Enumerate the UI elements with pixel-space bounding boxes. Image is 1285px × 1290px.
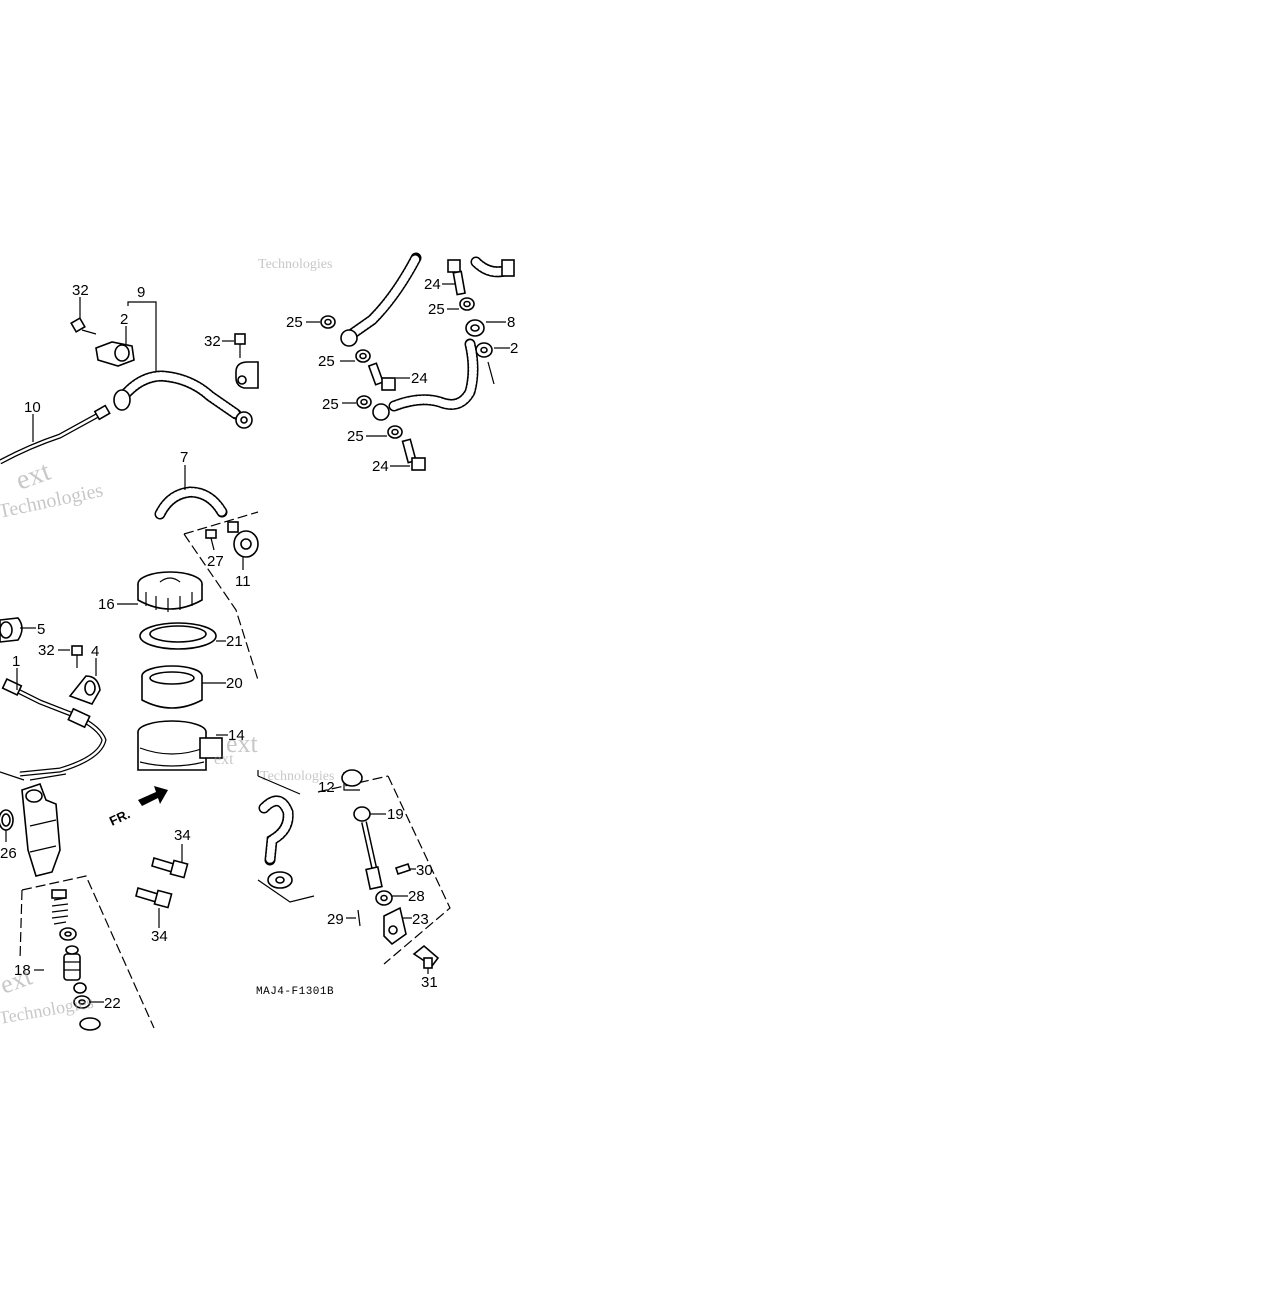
callout-25: 25 [318,353,335,370]
callout-2: 2 [120,311,128,328]
callout-29: 29 [327,911,344,928]
callout-19: 19 [387,806,404,823]
sealing-washer-25-icon [459,297,475,311]
piston-icon [63,945,81,981]
callout-24: 24 [411,370,428,387]
watermark-line-1: ext [0,961,37,999]
front-direction-label: FR. [107,806,132,828]
reservoir-hose-7-icon [154,486,228,520]
callout-18: 18 [14,962,31,979]
callout-25: 25 [428,301,445,318]
callout-5: 5 [37,621,45,638]
callout-22: 22 [104,995,121,1012]
callout-1: 1 [12,653,20,670]
callout-4: 4 [91,643,99,660]
panel-pushrod: Technologies 12 19 30 [256,769,451,998]
watermark-fragment: Technologies [258,257,332,272]
washer-icon [475,342,493,358]
callout-11: 11 [235,573,251,590]
watermark-fragment: ext [226,729,259,758]
callout-27: 27 [207,553,224,570]
brake-hose-upper-icon [340,252,515,347]
bolt-32-icon [71,645,83,668]
callout-25: 25 [322,396,339,413]
clamp-icon [235,361,259,389]
callout-7: 7 [180,449,188,466]
nut-28-icon [375,890,393,906]
callout-32: 32 [72,282,89,299]
clevis-23-icon [383,906,407,946]
callout-24: 24 [424,276,441,293]
callout-16: 16 [98,596,115,613]
watermark-fragment: ext [214,751,234,768]
callout-26: 26 [0,845,17,862]
clamp-4-icon [68,675,101,705]
brake-pipe-1-icon [1,678,107,777]
banjo-bolt-24-icon [447,259,466,296]
callout-24: 24 [372,458,389,475]
diaphragm-20-icon [141,665,203,709]
hose-clip-11-icon [227,521,259,558]
sealing-washer-25-icon [387,425,403,439]
push-rod-19-icon [353,806,383,890]
piston-cup-icon [59,927,77,941]
boot-22-icon [73,995,101,1031]
mounting-bolt-34-icon [135,886,173,909]
reservoir-hose-bend-icon [258,795,294,889]
sealing-washer-25-icon [355,349,371,363]
screw-27-icon [205,529,217,551]
callout-34: 34 [174,827,191,844]
callout-28: 28 [408,888,425,905]
panel-reservoir: 7 27 11 16 21 [0,449,259,777]
callout-30: 30 [416,862,433,879]
brake-pipe-10-icon [0,404,111,465]
front-direction-arrow-icon [138,786,168,806]
o-ring-26-icon [0,809,14,831]
callout-10: 10 [24,399,41,416]
callout-8: 8 [507,314,515,331]
clamp-5-icon [0,617,23,643]
callout-34: 34 [151,928,168,945]
diagram-code: MAJ4-F1301B [256,986,334,998]
callout-25: 25 [286,314,303,331]
callout-14: 14 [228,727,245,744]
brake-hose-lower-icon [372,338,479,421]
watermark-fragment: Technologies [260,769,334,784]
panel-hose-right: 24 25 25 8 2 [286,252,518,475]
callout-25: 25 [347,428,364,445]
bolt-32-icon [234,333,246,358]
pin-29-icon [357,909,361,927]
cotter-pin-30-icon [394,862,412,876]
reservoir-cap-16-icon [137,571,203,612]
spring-icon [51,889,69,925]
callout-32: 32 [38,642,55,659]
joint-12-icon [341,769,363,787]
watermark-line-2: Technologies [0,479,105,523]
banjo-bolt-24-icon [401,438,426,471]
callout-2: 2 [510,340,518,357]
callout-23: 23 [412,911,429,928]
circlip-icon [73,982,87,994]
brake-hose-9-icon [113,370,253,429]
clamp-2-icon [95,341,135,367]
callout-31: 31 [421,974,438,991]
reservoir-14-icon [137,720,223,771]
panel-hose-left: 32 2 9 32 [0,257,332,523]
banjo-fitting-8-icon [465,319,485,337]
mounting-bolt-34-icon [151,856,189,879]
diaphragm-plate-21-icon [139,622,217,650]
sealing-washer-25-icon [320,315,336,329]
callout-12: 12 [318,779,335,796]
callout-21: 21 [226,633,243,650]
callout-32: 32 [204,333,221,350]
bolt-31-icon [412,944,440,969]
master-cylinder-icon [21,782,61,877]
callout-9: 9 [137,284,145,301]
sealing-washer-25-icon [356,395,372,409]
banjo-bolt-24-icon [367,362,396,391]
bolt-32-icon [70,317,97,335]
callout-20: 20 [226,675,243,692]
